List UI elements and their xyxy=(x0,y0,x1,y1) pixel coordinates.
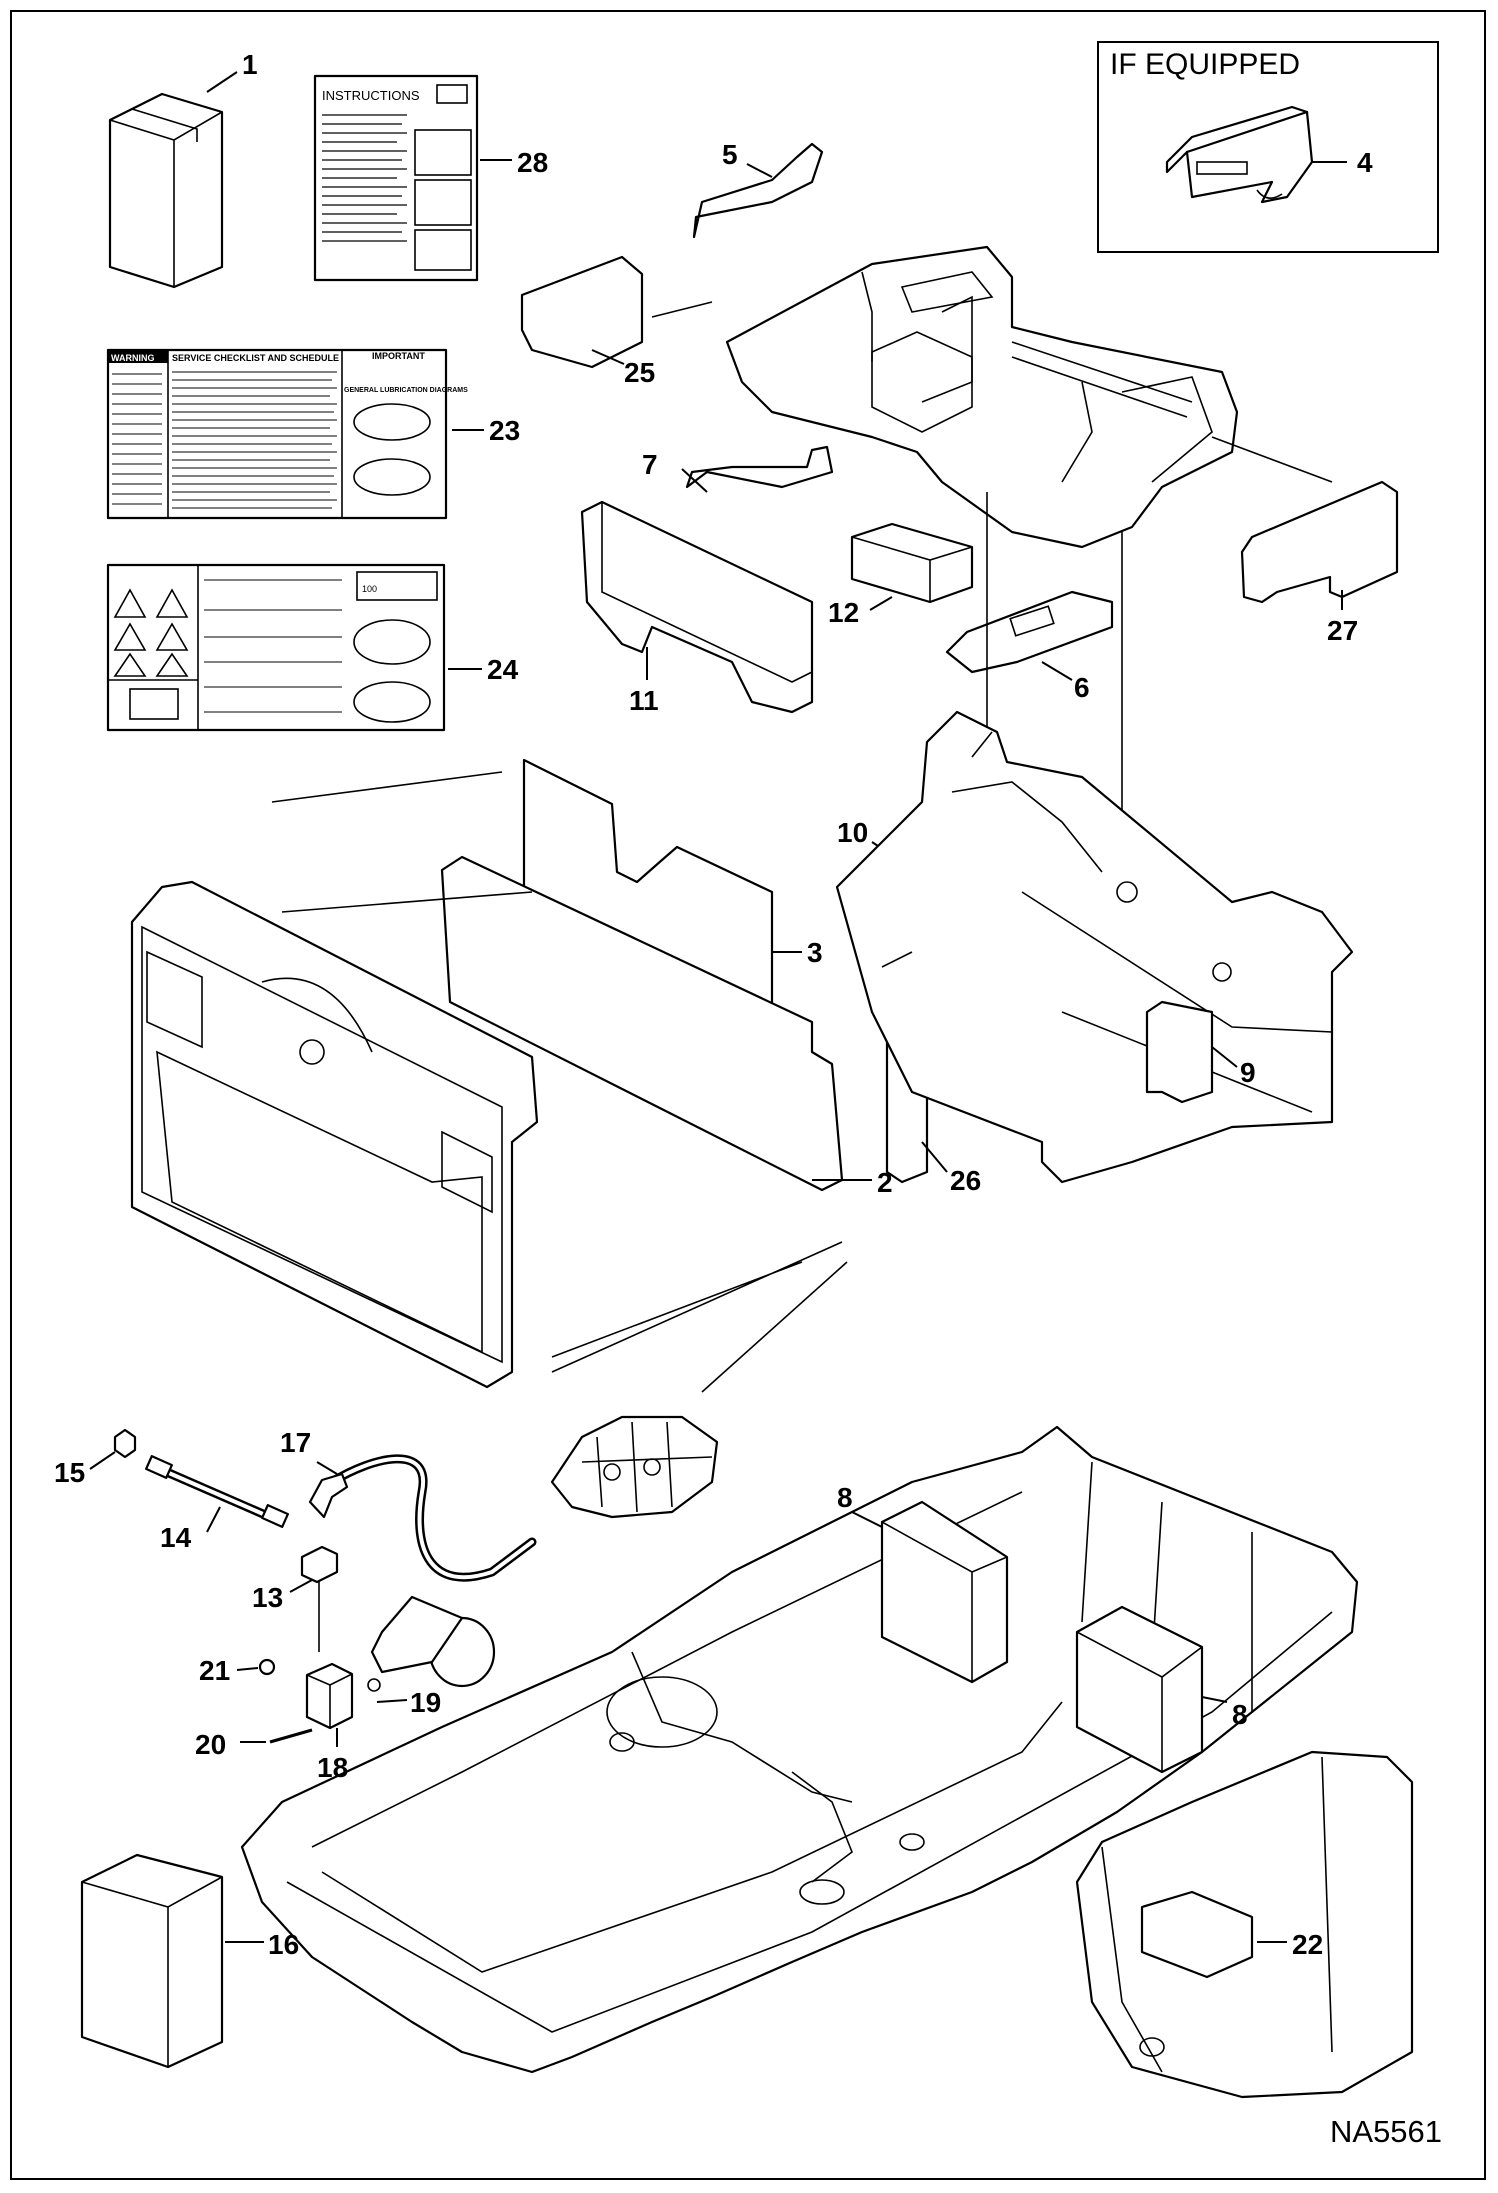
leader-17 xyxy=(316,1461,338,1475)
leader-21 xyxy=(236,1667,259,1671)
callout-10: 10 xyxy=(837,817,868,848)
part-27-foam xyxy=(1240,480,1399,604)
upper-frame-assembly xyxy=(520,142,1399,962)
leader-13 xyxy=(289,1579,313,1593)
callout-20: 20 xyxy=(195,1729,226,1760)
callout-11: 11 xyxy=(629,685,659,716)
callout-2: 2 xyxy=(877,1167,893,1198)
leader-25 xyxy=(591,349,625,365)
callout-25: 25 xyxy=(624,357,655,388)
figure-id: NA5561 xyxy=(1330,2114,1442,2149)
callout-6: 6 xyxy=(1074,672,1090,703)
callout-14: 14 xyxy=(160,1522,192,1553)
leader-12 xyxy=(869,596,893,611)
leader-5 xyxy=(746,163,773,178)
hose-valve-group xyxy=(89,1415,719,1747)
part-24-safety-decal: 100 xyxy=(106,563,446,732)
callout-1: 1 xyxy=(242,49,258,80)
part-22-foam xyxy=(1140,1890,1254,1979)
callout-27: 27 xyxy=(1327,615,1358,646)
callout-22: 22 xyxy=(1292,1929,1323,1960)
part-15-cap xyxy=(113,1428,137,1459)
if-equipped-title: IF EQUIPPED xyxy=(1110,48,1300,81)
warning-label: WARNING xyxy=(111,353,155,363)
callout-9: 9 xyxy=(1240,1057,1256,1088)
callout-5: 5 xyxy=(722,139,738,170)
part-11-foam xyxy=(580,500,814,714)
callout-18: 18 xyxy=(317,1752,348,1783)
leader-6 xyxy=(1041,661,1073,681)
part-12-foam xyxy=(850,522,974,604)
leader-9 xyxy=(1211,1046,1238,1068)
part-22-side-frame xyxy=(1075,1750,1414,2099)
leader-26 xyxy=(921,1141,948,1173)
leader-8-left xyxy=(851,1511,883,1528)
lubrication-label: GENERAL LUBRICATION DIAGRAMS xyxy=(344,387,468,394)
callout-16: 16 xyxy=(268,1929,299,1960)
callout-24: 24 xyxy=(487,654,519,685)
callout-3: 3 xyxy=(807,937,823,968)
leader-8-right xyxy=(1201,1696,1228,1703)
upper-machine-frame xyxy=(835,710,1354,1184)
callout-labels: 1 28 5 25 23 7 12 11 27 6 24 10 3 9 26 2… xyxy=(54,49,1358,1960)
callout-8a: 8 xyxy=(837,1482,853,1513)
part-5-foam xyxy=(692,142,824,239)
callout-15: 15 xyxy=(54,1457,85,1488)
leader-7 xyxy=(681,468,708,493)
part-7-seal xyxy=(685,445,834,489)
callout-21: 21 xyxy=(199,1655,230,1686)
parts-diagram-sheet: IF EQUIPPED 4 INSTRUCTIONS xyxy=(10,10,1486,2180)
part-23-service-decal: WARNING SERVICE CHECKLIST AND SCHEDULE I… xyxy=(106,348,468,520)
leader-19 xyxy=(376,1699,408,1703)
service-checklist-label: SERVICE CHECKLIST AND SCHEDULE xyxy=(172,353,339,363)
lower-machine-frame xyxy=(240,1261,1359,2074)
callout-13: 13 xyxy=(252,1582,283,1613)
mid-section xyxy=(130,710,1354,1389)
leader-15 xyxy=(89,1451,116,1470)
callout-23: 23 xyxy=(489,415,520,446)
callout-28: 28 xyxy=(517,147,548,178)
leader-1 xyxy=(206,71,238,93)
callout-26: 26 xyxy=(950,1165,981,1196)
part-1-box xyxy=(108,92,224,289)
part-25-foam xyxy=(520,255,644,369)
part-17-hose xyxy=(327,1454,537,1582)
callout-17: 17 xyxy=(280,1427,311,1458)
part-2-foam xyxy=(440,855,844,1192)
callout-4: 4 xyxy=(1357,147,1373,178)
part-8-foam-left xyxy=(880,1500,1009,1684)
callout-8b: 8 xyxy=(1232,1699,1248,1730)
exploded-parts-diagram: IF EQUIPPED 4 INSTRUCTIONS xyxy=(54,41,1442,2149)
cab-floor-housing xyxy=(725,245,1239,549)
leader-14 xyxy=(206,1506,221,1533)
part-4-bracket xyxy=(1165,105,1314,204)
part-21-plug xyxy=(258,1658,276,1676)
part-16-box xyxy=(80,1853,224,2069)
callout-7: 7 xyxy=(642,449,658,480)
callout-19: 19 xyxy=(410,1687,441,1718)
part-28-instructions-manual: INSTRUCTIONS xyxy=(313,74,479,282)
important-label: IMPORTANT xyxy=(372,351,425,361)
callout-12: 12 xyxy=(828,597,859,628)
part-13-fitting xyxy=(300,1545,339,1584)
if-equipped-panel: IF EQUIPPED 4 xyxy=(1097,41,1439,253)
part-9-foam xyxy=(1145,1000,1214,1104)
door-frame xyxy=(130,880,539,1389)
decal-tank-value: 100 xyxy=(362,584,377,594)
instructions-label: INSTRUCTIONS xyxy=(322,88,420,103)
